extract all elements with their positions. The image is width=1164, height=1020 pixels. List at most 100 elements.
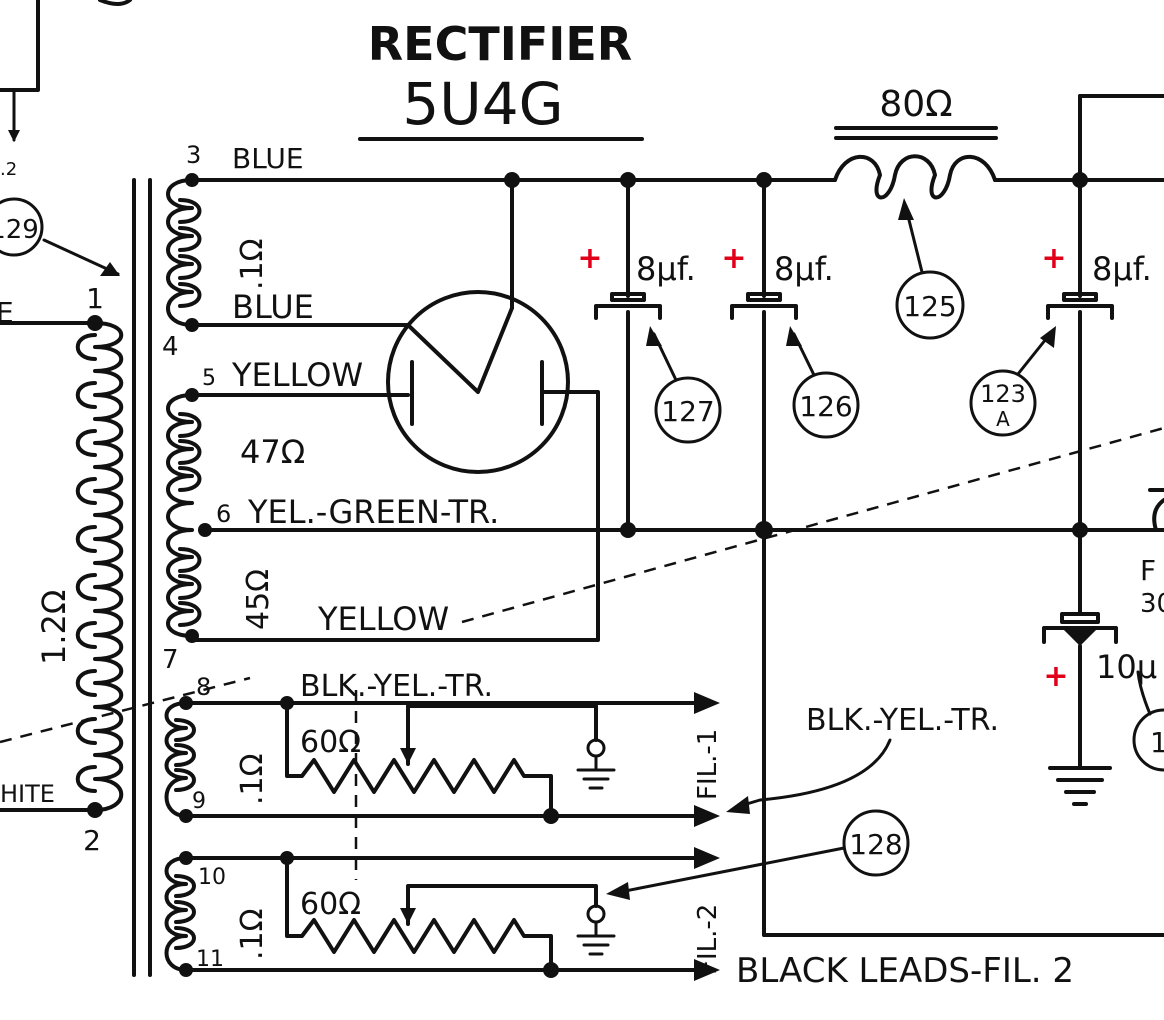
c126-polarity: + <box>721 241 746 276</box>
secondary-coil-5-7 <box>166 393 194 638</box>
callout-125-arrowhead <box>898 198 914 220</box>
callout-127-arrowhead <box>646 326 662 346</box>
c126-plate-positive <box>746 292 782 302</box>
c127-polarity: + <box>577 241 602 276</box>
primary-coil <box>93 321 124 812</box>
callout-123a-arrowhead <box>1040 326 1056 348</box>
secondary-coil-3-4 <box>166 178 194 327</box>
callout-12-arrow <box>1136 670 1152 716</box>
winding-8-9-resistance: .1Ω <box>235 753 270 805</box>
tube-filament <box>190 306 514 394</box>
c123-plate-positive <box>1062 292 1098 302</box>
edge-fragment-right <box>1152 498 1164 532</box>
callout-128: 128 <box>849 828 902 861</box>
title-tube-type: 5U4G <box>402 70 563 138</box>
blk-yel-pointer-head <box>726 796 750 814</box>
choke-resistance: 80Ω <box>879 84 952 125</box>
callout-123: 123 <box>980 380 1026 408</box>
label-yellow-7: YELLOW <box>317 600 449 638</box>
fil2-arrow-top <box>694 847 720 869</box>
callout-circle-126 <box>792 371 860 439</box>
pin-3: 3 <box>186 141 201 169</box>
pot2-value: 60Ω <box>300 887 361 922</box>
plate-2-lead <box>190 390 600 642</box>
filament-coil-8-9 <box>164 701 188 818</box>
callout-12: 12 <box>1150 726 1164 759</box>
choke-coil <box>833 154 997 200</box>
pot2-wiper <box>406 884 598 926</box>
winding-3-4-resistance: .1Ω <box>235 238 270 290</box>
callout-circle-128 <box>842 809 910 877</box>
winding-6-7-resistance: 45Ω <box>241 569 276 630</box>
label-yel-green-tr: YEL.-GREEN-TR. <box>247 493 499 531</box>
dashed-yellow-trace <box>461 426 1164 624</box>
pin-9: 9 <box>192 789 206 814</box>
callout-126: 126 <box>799 390 852 423</box>
pot1-value: 60Ω <box>300 725 361 760</box>
winding-10-11-resistance: .1Ω <box>235 908 270 960</box>
primary-pin-2: 2 <box>83 824 101 857</box>
ground-symbol-right <box>1048 766 1112 806</box>
edge-circle-fragment <box>98 0 132 6</box>
pot2-wiper-arrow <box>400 908 416 924</box>
label-yellow-5: YELLOW <box>231 356 363 394</box>
pot2-resistor <box>285 856 553 972</box>
c123-plate-negative <box>1046 304 1114 320</box>
callout-126-arrowhead <box>786 326 802 346</box>
pin-10: 10 <box>198 865 226 890</box>
callout-circle-125 <box>895 270 965 340</box>
filament-coil-8-9-inner <box>174 718 196 792</box>
secondary-coil-3-4-inner <box>178 198 202 308</box>
fil1-arrow-top <box>694 692 720 714</box>
fil1-label: FIL.-1 <box>693 729 723 800</box>
fil1-ground-symbol <box>576 754 616 790</box>
filament-coil-10-11-inner <box>174 874 196 950</box>
c10-value: 10μ <box>1096 648 1157 686</box>
callout-129-arrowhead <box>100 262 120 276</box>
c10-polarity: + <box>1043 659 1068 694</box>
callout-129: 129 <box>0 215 39 245</box>
callout-128-arrowhead <box>606 882 630 900</box>
pin-8: 8 <box>196 673 211 701</box>
winding-5-6-resistance: 47Ω <box>240 433 305 471</box>
c126-plate-negative <box>730 304 798 320</box>
callout-circle-123a <box>969 369 1037 437</box>
fil2-ground-symbol <box>576 920 616 956</box>
primary-left-label-top: E <box>0 296 14 329</box>
callout-128-arrow <box>618 846 846 894</box>
callout-127: 127 <box>661 395 714 428</box>
title-rectifier: RECTIFIER <box>368 17 632 71</box>
pot1-wiper-arrow <box>400 748 416 764</box>
callout-123-sub: A <box>996 407 1010 431</box>
callout-125: 125 <box>903 290 956 323</box>
c10-plate-fill <box>1064 630 1096 646</box>
label-blk-yel-tr-8: BLK.-YEL.-TR. <box>300 669 493 704</box>
pin-11: 11 <box>196 947 224 972</box>
callout-circle-12 <box>1132 708 1164 772</box>
fil2-label: FIL.-2 <box>693 904 723 975</box>
c123-value: 8μf. <box>1092 250 1152 288</box>
arrow-head-top <box>8 130 20 142</box>
edge-label-f: F <box>1140 554 1156 587</box>
primary-pin-1: 1 <box>86 282 104 315</box>
c123-polarity: + <box>1041 241 1066 276</box>
c10-plate-negative <box>1042 626 1118 644</box>
primary-resistance: 1.2Ω <box>35 590 73 665</box>
fil2-arrow-bottom <box>694 959 720 981</box>
primary-left-label-bottom: HITE <box>0 780 55 808</box>
c126-value: 8μf. <box>774 250 834 288</box>
label-blk-yel-tr-right: BLK.-YEL.-TR. <box>806 703 999 738</box>
dashed-blk-yel-trace <box>0 676 251 744</box>
callout-circle-127 <box>654 376 722 444</box>
pot1-wiper <box>406 704 598 766</box>
c127-plate-positive <box>610 292 646 302</box>
c10-plate-positive <box>1060 612 1100 624</box>
edge-label-30: 30 <box>1140 589 1164 619</box>
label-edge-2: .2 <box>0 159 17 180</box>
fil1-arrow-bottom <box>694 805 720 827</box>
label-blue-top: BLUE <box>232 142 304 175</box>
blk-yel-pointer <box>738 738 892 808</box>
c127-value: 8μf. <box>636 250 696 288</box>
label-blue-bottom: BLUE <box>232 288 314 326</box>
